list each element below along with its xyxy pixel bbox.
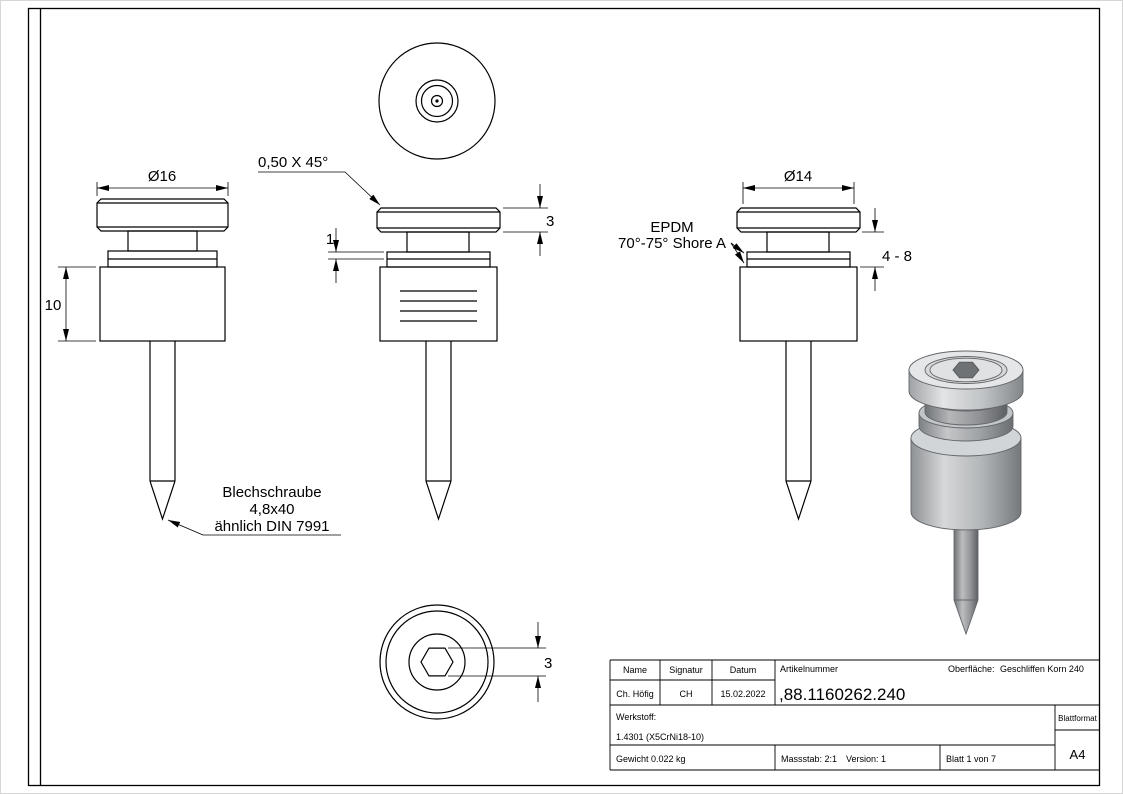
dim-head-height-3-text: 3 (546, 213, 554, 230)
screw-annotation-line1: Blechschraube (222, 484, 321, 501)
chamfer-annotation-text: 0,50 X 45° (258, 154, 328, 171)
screw-annotation-line2: 4,8x40 (249, 501, 294, 518)
chamfer-annotation: 0,50 X 45° (258, 154, 381, 206)
front-view-left (96, 198, 229, 521)
dim-clamp-range-4-8-text: 4 - 8 (882, 248, 912, 265)
titleblock-massstab: Massstab: 2:1 (781, 754, 837, 764)
titleblock-werkstoff-value: 1.4301 (X5CrNi18-10) (616, 732, 704, 742)
title-block: Name Signatur Datum Artikelnummer Oberfl… (609, 659, 1100, 771)
top-view (378, 42, 496, 160)
titleblock-surface-label: Oberfläche: (948, 664, 995, 674)
hex-socket (420, 647, 454, 677)
titleblock-signatur-value: CH (680, 689, 693, 699)
dim-diameter-16: Ø16 (96, 168, 229, 196)
titleblock-col-artikelnummer: Artikelnummer (780, 664, 838, 674)
titleblock-col-datum: Datum (730, 665, 757, 675)
dim-diameter-16-text: Ø16 (148, 168, 176, 185)
dim-hex-socket-3: 3 (448, 622, 552, 702)
screw-annotation-line3: ähnlich DIN 7991 (214, 518, 329, 535)
dim-hex-socket-3-text: 3 (544, 655, 552, 672)
epdm-annotation: EPDM 70°-75° Shore A (618, 219, 745, 264)
front-view-right (736, 207, 861, 521)
dim-body-height-10-text: 10 (45, 297, 62, 314)
titleblock-name-value: Ch. Höfig (616, 689, 654, 699)
dim-washer-thickness-1: 1 (326, 228, 384, 283)
dim-clamp-range-4-8: 4 - 8 (860, 208, 912, 291)
front-view-middle (376, 207, 501, 521)
dim-body-height-10: 10 (45, 266, 96, 342)
titleblock-surface-value: Geschliffen Korn 240 (1000, 664, 1084, 674)
titleblock-artikelnummer-value: ,88.1160262.240 (779, 685, 905, 704)
titleblock-blatt: Blatt 1 von 7 (946, 754, 996, 764)
epdm-annotation-line2: 70°-75° Shore A (618, 235, 726, 252)
titleblock-blattformat-value: A4 (1070, 747, 1086, 762)
titleblock-col-signatur: Signatur (669, 665, 703, 675)
titleblock-datum-value: 15.02.2022 (720, 689, 765, 699)
epdm-annotation-line1: EPDM (650, 219, 693, 236)
bottom-view (379, 604, 495, 720)
dim-diameter-14-text: Ø14 (784, 168, 812, 185)
isometric-view (908, 350, 1024, 636)
drawing-frame (27, 7, 1101, 787)
dim-diameter-14: Ø14 (742, 168, 855, 204)
titleblock-gewicht: Gewicht 0.022 kg (616, 754, 686, 764)
hex-socket-3d (952, 361, 980, 379)
screw-annotation: Blechschraube 4,8x40 ähnlich DIN 7991 (167, 484, 341, 536)
titleblock-version: Version: 1 (846, 754, 886, 764)
titleblock-blattformat-label: Blattformat (1058, 714, 1097, 723)
dim-head-height-3: 3 (503, 184, 554, 256)
titleblock-col-name: Name (623, 665, 647, 675)
dim-washer-thickness-1-text: 1 (326, 231, 334, 248)
titleblock-werkstoff-label: Werkstoff: (616, 712, 656, 722)
